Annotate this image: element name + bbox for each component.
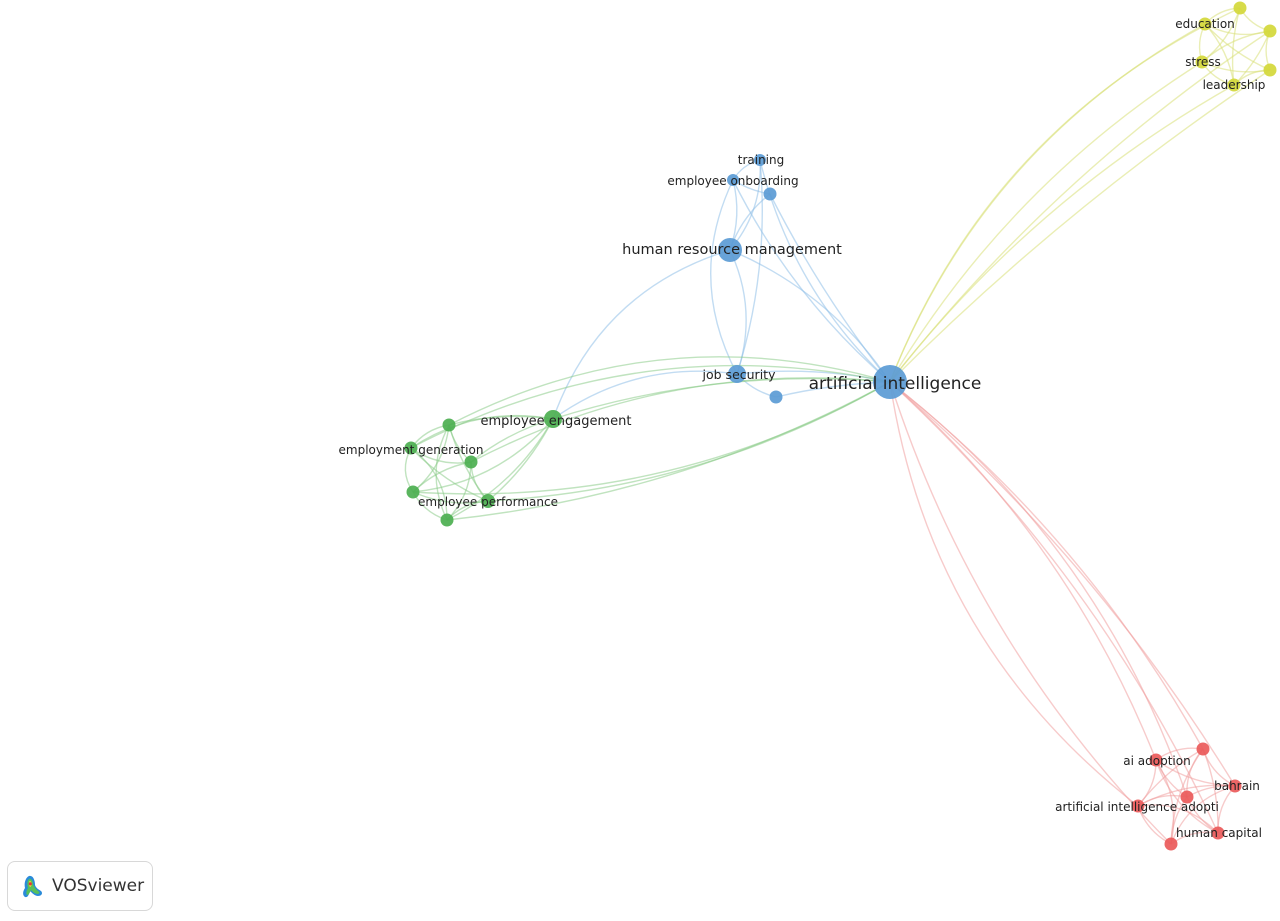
node-g3[interactable] [406, 485, 420, 499]
vosviewer-logo[interactable]: VOSviewer [7, 861, 153, 911]
node-b1[interactable] [769, 390, 783, 404]
node-label-human-capital[interactable]: human capital [1176, 826, 1262, 840]
edge-onb-js [710, 179, 738, 375]
edge-y2-str [1201, 30, 1271, 63]
edges-layer [404, 7, 1271, 845]
node-b2[interactable] [763, 187, 777, 201]
node-label-employee-onboarding[interactable]: employee onboarding [667, 174, 798, 188]
node-g4[interactable] [440, 513, 454, 527]
edge-ai-r3 [889, 381, 1172, 845]
edge-ai-eg [410, 364, 891, 449]
node-job-security[interactable] [728, 365, 746, 383]
edge-ai-str [889, 61, 1203, 383]
node-r1[interactable] [1196, 742, 1210, 756]
edge-ai-aiadopt [889, 381, 1139, 807]
node-label-education[interactable]: education [1175, 17, 1235, 31]
node-artificial-intelligence-adopti[interactable] [1131, 799, 1145, 813]
node-label-employment-generation[interactable]: employment generation [339, 443, 484, 457]
node-education[interactable] [1198, 17, 1212, 31]
node-y3[interactable] [1263, 63, 1277, 77]
edge-aiad-hc [1155, 759, 1219, 834]
node-label-ai-adoption[interactable]: ai adoption [1123, 754, 1190, 768]
node-r3[interactable] [1164, 837, 1178, 851]
edge-ai-y1 [889, 7, 1241, 383]
node-employee-performance[interactable] [481, 494, 495, 508]
node-label-human-resource-management[interactable]: human resource management [622, 242, 842, 258]
edge-ai-y3 [889, 69, 1271, 383]
node-label-leadership[interactable]: leadership [1203, 78, 1266, 92]
edge-ai-edu [889, 23, 1206, 383]
node-label-training[interactable]: training [738, 153, 785, 167]
vosviewer-logo-icon [23, 875, 42, 898]
edge-ee-eg [410, 414, 554, 449]
edge-ai-aiad [889, 381, 1157, 761]
edge-ai-bah [889, 381, 1236, 787]
node-label-employee-engagement[interactable]: employee engagement [480, 414, 631, 429]
node-bahrain[interactable] [1228, 779, 1242, 793]
node-human-resource-management[interactable] [718, 238, 742, 262]
edge-ai-r1 [889, 381, 1204, 750]
edge-js-ee [552, 370, 738, 420]
edge-bah-r3 [1170, 785, 1236, 845]
edge-aiadopt-hc [1137, 804, 1219, 834]
edge-ai-g4 [446, 381, 891, 521]
node-employee-engagement[interactable] [544, 410, 562, 428]
node-label-stress[interactable]: stress [1185, 55, 1221, 69]
node-ai-adoption[interactable] [1149, 753, 1163, 767]
edge-eg-ep [410, 447, 489, 502]
node-training[interactable] [754, 154, 766, 166]
vosviewer-logo-text: VOSviewer [52, 876, 145, 896]
node-r2[interactable] [1180, 790, 1194, 804]
edge-ee-g4 [446, 418, 554, 521]
node-label-artificial-intelligence-adopti[interactable]: artificial intelligence adopti [1055, 800, 1219, 814]
node-g2[interactable] [464, 455, 478, 469]
node-employee-onboarding[interactable] [727, 174, 739, 186]
edge-ee-g2 [470, 418, 554, 463]
edge-ai-lead [889, 84, 1235, 383]
node-y1[interactable] [1233, 1, 1247, 15]
edge-ai-g1 [448, 356, 891, 426]
node-label-job-security[interactable]: job security [702, 367, 777, 382]
edge-eg-g4 [410, 447, 448, 521]
edge-ai-r2 [889, 381, 1188, 798]
node-employment-generation[interactable] [404, 441, 418, 455]
node-stress[interactable] [1195, 55, 1209, 69]
node-artificial-intelligence[interactable] [873, 365, 907, 399]
edge-ai-b2 [769, 193, 891, 383]
nodes-layer [404, 1, 1277, 851]
edge-hrm-js [729, 249, 747, 375]
edge-train-js [736, 159, 763, 375]
edge-ee-g3 [412, 418, 554, 493]
edge-ai-onb [732, 179, 891, 383]
edge-hrm-ee [552, 249, 731, 420]
edge-ai-ep [487, 381, 891, 502]
node-label-bahrain[interactable]: bahrain [1214, 779, 1260, 793]
node-human-capital[interactable] [1211, 826, 1225, 840]
labels-layer: artificial intelligence human resource ma… [339, 17, 1266, 840]
node-label-employee-performance[interactable]: employee performance [418, 495, 558, 509]
node-leadership[interactable] [1227, 78, 1241, 92]
node-label-artificial-intelligence[interactable]: artificial intelligence [809, 374, 982, 394]
node-y2[interactable] [1263, 24, 1277, 38]
edge-ai-train [759, 159, 891, 383]
edge-aiad-r3 [1155, 759, 1175, 845]
edge-ai-g2 [470, 377, 891, 463]
node-g1[interactable] [442, 418, 456, 432]
edge-g1-g4 [435, 424, 450, 521]
edge-ai-hrm [729, 249, 891, 383]
